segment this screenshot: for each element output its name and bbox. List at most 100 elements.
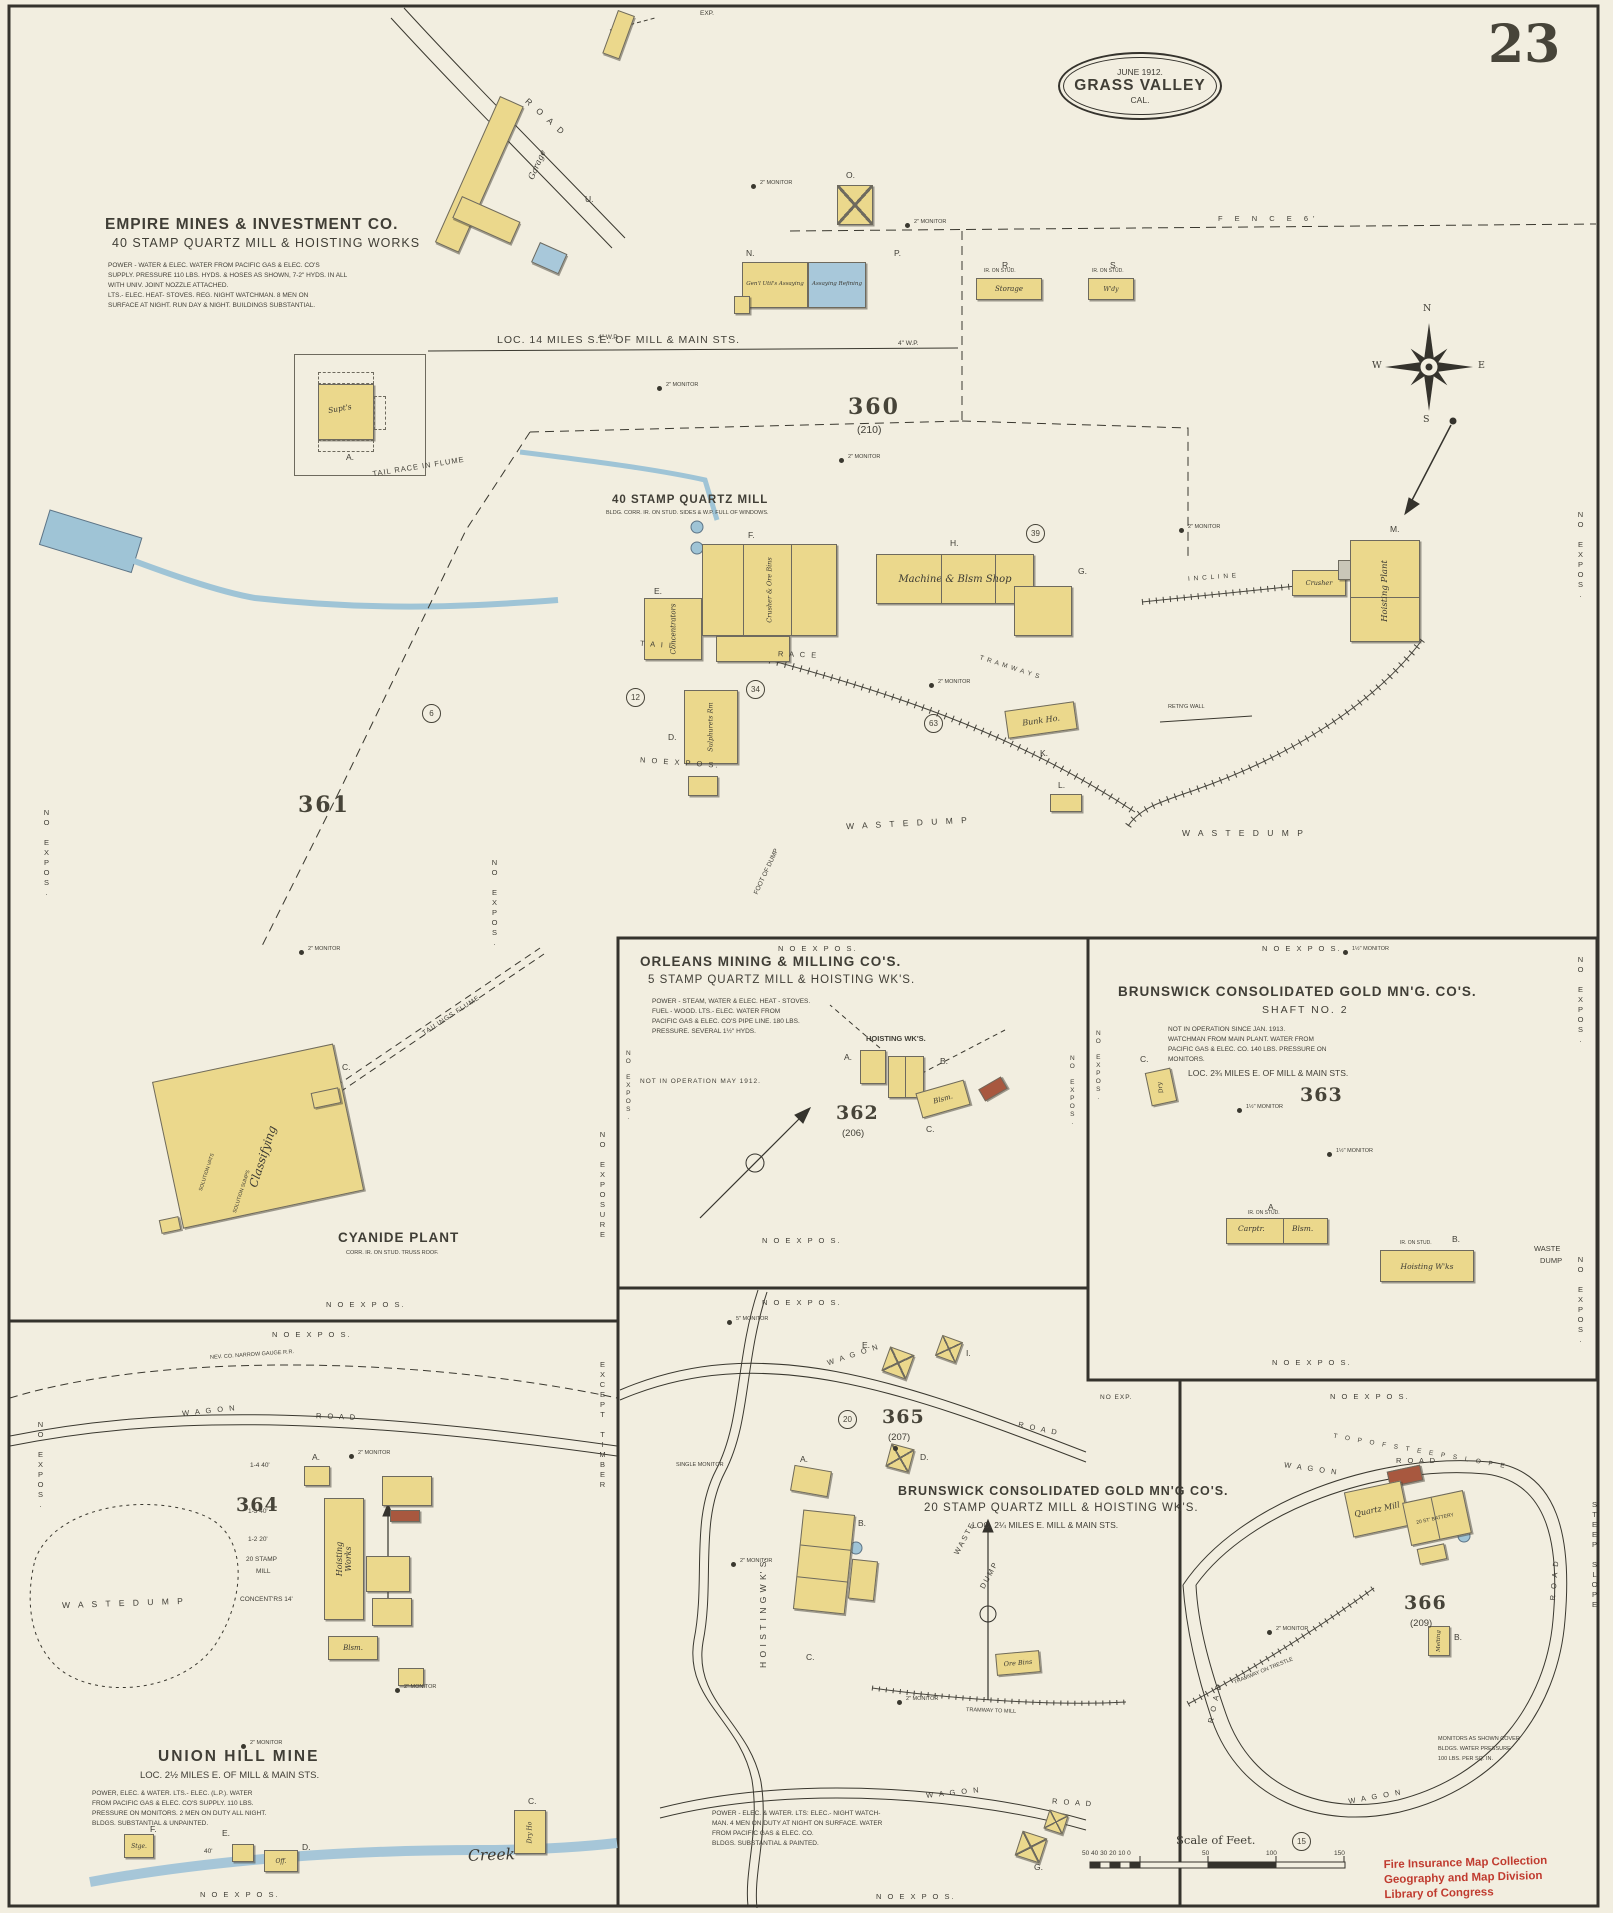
orleans-note-3: PACIFIC GAS & ELEC. CO'S PIPE LINE. 180 … (652, 1018, 800, 1025)
road-loop-top: R O A D (1396, 1456, 1438, 1465)
mill-tank-1 (690, 520, 704, 534)
sulphurets-label: Sulphurets Rm (707, 702, 715, 752)
monitor-mid-2: 2" MONITOR (740, 1558, 773, 1564)
carptr-label: Carptr. (1238, 1224, 1265, 1233)
building-dry-ho: Dry Ho (514, 1810, 546, 1854)
single-monitor: SINGLE MONITOR (676, 1462, 724, 1468)
wagon-road-mid-3 (659, 1787, 1087, 1821)
mid-letter-d: D. (920, 1452, 929, 1462)
quartz-mill-label: Quartz Mill (1353, 1499, 1401, 1519)
monitor-b2-3: 1½" MONITOR (1336, 1148, 1373, 1154)
mid-letter-e: E. (862, 1340, 871, 1350)
compass-w: W (1372, 360, 1382, 371)
carptr-blsm-label: Blsm. (1292, 1224, 1314, 1233)
scale-50: 50 (1202, 1850, 1210, 1857)
wagon-road-uh-2 (9, 1424, 618, 1457)
compass-rose-icon (1385, 323, 1473, 411)
orleans-blsm-label: Blsm. (932, 1092, 954, 1106)
wp4-label-1: 4" W.P. (598, 334, 619, 341)
monitor-uh-3: 2" MONITOR (250, 1740, 283, 1746)
empire-note-5: SURFACE AT NIGHT. RUN DAY & NIGHT. BUILD… (108, 302, 316, 309)
narrow-gauge-rr (9, 1364, 618, 1399)
no-expos-right-3: NO EXPOS. (1576, 1255, 1585, 1345)
uh-letter-d: D. (302, 1842, 311, 1852)
building-uh-annex-1 (366, 1556, 410, 1592)
circle-15: 15 (1292, 1832, 1311, 1851)
uh-letter-e: E. (222, 1828, 231, 1838)
water-pipe-line (427, 347, 959, 352)
scale-100: 100 (1266, 1850, 1277, 1857)
no-exp-mid: NO EXP. (1100, 1394, 1133, 1401)
monitors-note-1: MONITORS AS SHOWN COVER (1438, 1736, 1520, 1742)
no-exposure-vert: NO EXPOSURE (598, 1130, 607, 1240)
empire-note-4: LTS.- ELEC. HEAT- STOVES. REG. NIGHT WAT… (108, 292, 309, 299)
brunswick2-note-1: NOT IN OPERATION SINCE JAN. 1913. (1168, 1026, 1286, 1033)
building-uh-hoisting: Hoisting Works (324, 1498, 364, 1620)
365-letter-c: C. (806, 1652, 815, 1662)
storage-iron-stud: IR. ON STUD. (984, 268, 1016, 274)
uh-mill-line-2: 1-3 40' (248, 1508, 268, 1515)
uh-mill-line-1: 1-4 40' (250, 1462, 270, 1469)
trestle-ties (1186, 1585, 1376, 1707)
brunswick2-letter-b: B. (1452, 1234, 1461, 1244)
letter-g: G. (1078, 566, 1087, 576)
wagon-road-uh-1 (9, 1414, 618, 1447)
brunswick2-title: BRUNSWICK CONSOLIDATED GOLD MN'G. CO'S. (1118, 984, 1477, 999)
except-timber-vert: EXCEPT TIMBER (598, 1360, 607, 1490)
uh-note-2: FROM PACIFIC GAS & ELEC. CO'S SUPPLY. 11… (92, 1800, 254, 1807)
dump-363: DUMP (1540, 1256, 1563, 1265)
date-badge: JUNE 1912. GRASS VALLEY CAL. (1058, 52, 1222, 120)
crusher-label: Crusher (1305, 579, 1333, 587)
creek-label: Creek (467, 1845, 516, 1865)
monitor-b2-2: 1½" MONITOR (1246, 1104, 1283, 1110)
bmill-note-2: MAN. 4 MEN ON DUTY AT NIGHT ON SURFACE. … (712, 1820, 883, 1827)
uh-dim-40: 40' (204, 1848, 213, 1855)
monitor-366: 2" MONITOR (1276, 1626, 1309, 1632)
building-uh-red (390, 1510, 420, 1522)
block-366: 366 (1404, 1592, 1447, 1614)
building-machine-shop: Machine & Blsm Shop (876, 554, 1034, 604)
orleans-letter-a: A. (844, 1052, 853, 1062)
uh-blsm-label: Blsm. (343, 1644, 363, 1652)
empire-location: LOC. 14 MILES S.E. OF MILL & MAIN STS. (497, 334, 741, 346)
block-362: 362 (836, 1102, 879, 1124)
wagon-road-mid-4 (659, 1797, 1087, 1831)
monitor-mid-5: 5" MONITOR (736, 1316, 769, 1322)
settling-tank (38, 509, 143, 574)
bmill-note-1: POWER - ELEC. & WATER. LTS: ELEC.- NIGHT… (712, 1810, 881, 1817)
building-quartz-mill: Crusher & Ore Bins (702, 544, 837, 636)
uh-location: LOC. 2½ MILES E. OF MILL & MAIN STS. (140, 1770, 320, 1781)
no-expos-cyanide: N O E X P O S. (326, 1300, 406, 1309)
no-expos-orleans-top: N O E X P O S. (778, 944, 858, 953)
orleans-subtitle: 5 STAMP QUARTZ MILL & HOISTING WK'S. (648, 974, 916, 986)
building-n-annex (734, 296, 750, 314)
incline-ties (1141, 583, 1297, 605)
letter-r: R. (1002, 260, 1011, 270)
orleans-note-4: PRESSURE. SEVERAL 1½" HYDS. (652, 1028, 756, 1035)
building-hoisting-plant: Hoisting Plant (1350, 540, 1420, 642)
hoisting-iron-stud: IR. ON STUD. (1400, 1240, 1432, 1246)
building-hoisting-wks-363: Hoisting W'ks (1380, 1250, 1474, 1282)
boundary-dash-2 (529, 420, 1189, 556)
letter-a: A. (346, 452, 355, 462)
letter-l: L. (1058, 780, 1066, 790)
no-expos-brunswick-top: N O E X P O S. (1262, 944, 1342, 953)
cyanide-title: CYANIDE PLANT (338, 1230, 460, 1245)
uh-mill-line-3: 1-2 20' (248, 1536, 268, 1543)
building-supts (318, 384, 374, 440)
bmill-subtitle: 20 STAMP QUARTZ MILL & HOISTING WK'S. (924, 1502, 1199, 1514)
no-expos-brunswick-left: NO EXPOS. (1094, 1030, 1102, 1102)
no-expos-uh-top: N O E X P O S. (272, 1330, 352, 1339)
road-uh: R O A D (315, 1411, 358, 1422)
brunswick2-note-3: PACIFIC GAS & ELEC. CO. 140 LBS. PRESSUR… (1168, 1046, 1327, 1053)
building-genl-utils: Gen'l Util's Assaying (742, 262, 808, 308)
badge-state: CAL. (1130, 95, 1150, 106)
tailings-flume-2 (339, 953, 545, 1093)
supts-lot-outline (294, 354, 426, 476)
letter-n: N. (746, 248, 755, 258)
hoisting-plant-label: Hoisting Plant (1379, 560, 1390, 622)
no-expos-uh-bottom: N O E X P O S. (200, 1890, 280, 1899)
badge-city: GRASS VALLEY (1074, 76, 1206, 94)
ore-bins-label: Crusher & Ore Bins (765, 557, 774, 623)
